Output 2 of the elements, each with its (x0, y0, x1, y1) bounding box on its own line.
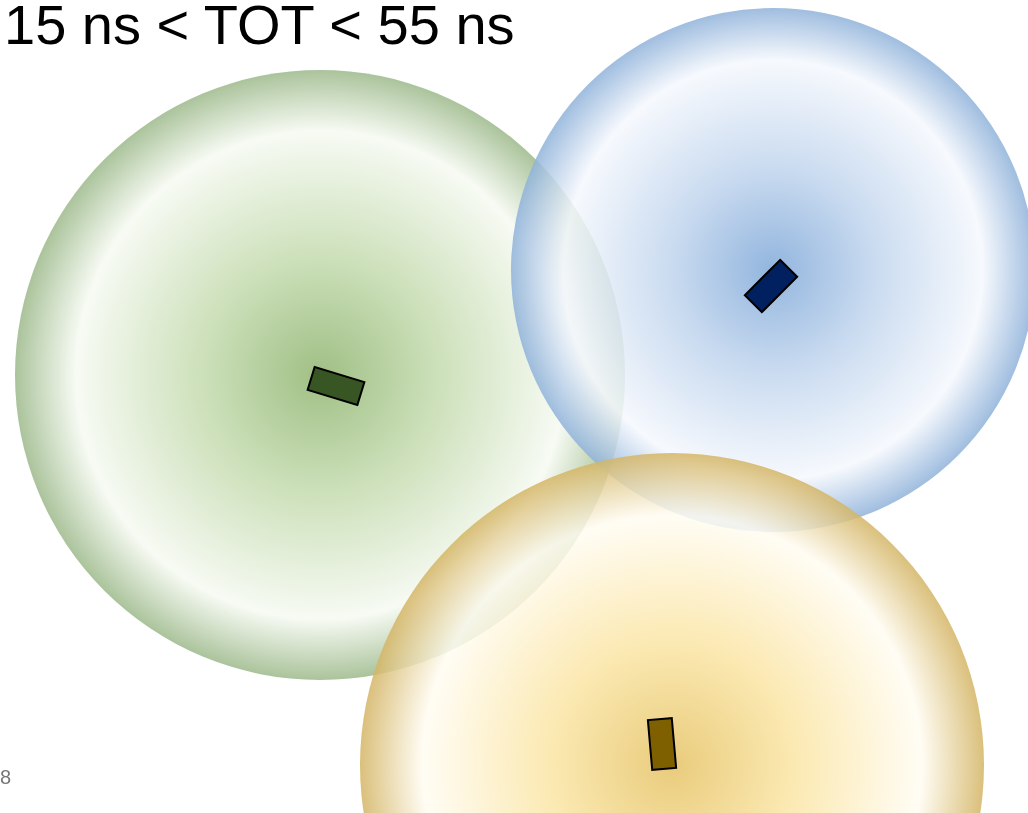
slide-title: 15 ns < TOT < 55 ns (4, 0, 515, 57)
page-number: 8 (0, 766, 12, 789)
